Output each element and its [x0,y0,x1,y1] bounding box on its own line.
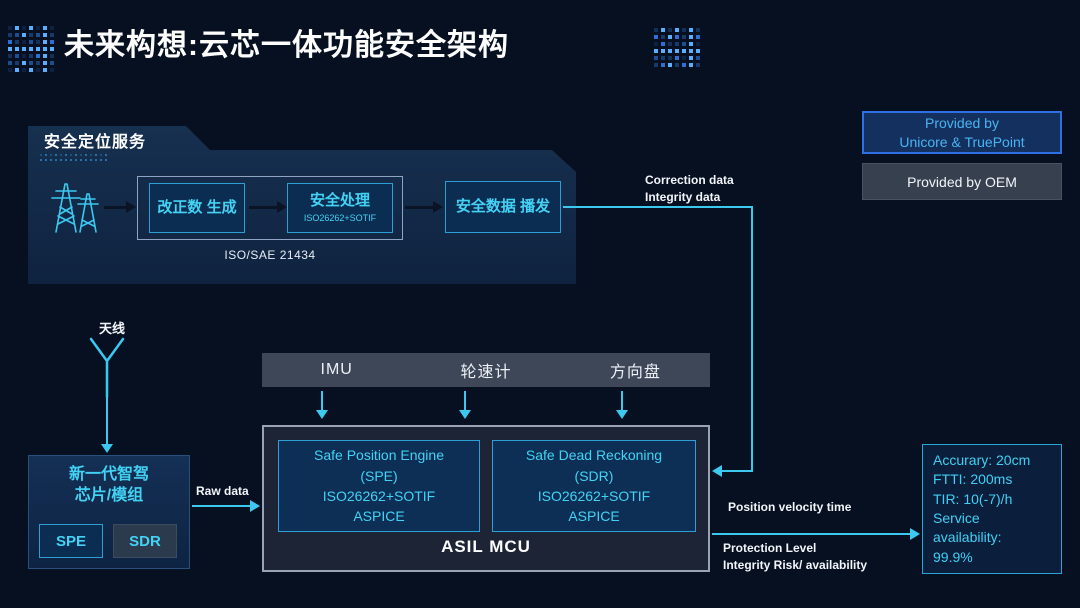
antenna-to-chip-line [106,396,108,444]
correction-arrowhead [712,465,722,477]
sensor-arrowhead [316,410,328,419]
sensor-bar: IMU 轮速计 方向盘 [262,353,710,387]
sensor-item-steering-wheel: 方向盘 [609,364,661,381]
raw-data-line [192,505,250,507]
transmission-tower-icon [46,174,100,234]
raw-data-arrowhead [250,500,260,512]
flow-arrow-line [104,206,126,209]
flow-arrow-line [249,206,277,209]
asil-mcu-label: ASIL MCU [441,537,531,556]
sensor-arrow-line [321,391,323,411]
raw-data-label: Raw data [196,484,249,498]
legend-unicore-truepoint: Provided by Unicore & TruePoint [862,111,1062,154]
sensor-arrowhead [459,410,471,419]
service-panel-title: 安全定位服务 [44,134,147,151]
antenna-label: 天线 [99,321,126,336]
sensor-item-imu: IMU [320,361,353,378]
legend-oem: Provided by OEM [862,163,1062,200]
pvt-line [712,533,910,535]
page-title: 未来构想:云芯一体功能安全架构 [64,29,509,62]
flow-arrowhead [126,201,136,213]
safe-processing-sublabel: ISO26262+SOTIF [303,212,377,223]
service-process-container [137,176,403,240]
title-dots-left-decoration [8,26,54,72]
flow-arrowhead [433,201,443,213]
correction-data-label: Correction data Integrity data [645,173,734,204]
chip-module-title: 新一代智驾 芯片/模组 [68,466,149,504]
safe-processing-label: 安全处理 [309,192,370,209]
protection-level-label: Protection Level Integrity Risk/ availab… [723,541,868,572]
antenna-to-chip-arrowhead [101,444,113,453]
pvt-arrowhead [910,528,920,540]
sensor-arrow-line [464,391,466,411]
sensor-arrowhead [616,410,628,419]
safe-position-engine-box: Safe Position Engine (SPE) ISO26262+SOTI… [278,440,480,532]
correction-line-vertical [751,206,753,472]
flow-arrowhead [277,201,287,213]
performance-results-box: Accurary: 20cm FTTI: 200ms TIR: 10(-7)/h… [922,444,1062,574]
safety-positioning-service-panel: 安全定位服务 改正数 生成 安全处理 ISO26262+SOTIF [28,126,576,284]
antenna-icon [87,337,127,399]
correction-line-bottom [722,470,753,472]
sensor-item-wheel-speed: 轮速计 [460,364,512,381]
chip-sdr-box: SDR [113,524,177,558]
title-dots-right-decoration [654,28,700,67]
asil-mcu-box: Safe Position Engine (SPE) ISO26262+SOTI… [262,425,710,572]
iso-sae-21434-label: ISO/SAE 21434 [224,248,316,262]
correction-generation-box: 改正数 生成 [149,183,245,233]
service-title-dots-decoration [40,154,107,161]
safe-dead-reckoning-box: Safe Dead Reckoning (SDR) ISO26262+SOTIF… [492,440,696,532]
flow-arrow-line [405,206,433,209]
safe-data-broadcast-box: 安全数据 播发 [445,181,561,233]
smart-driving-chip-module-box: 新一代智驾 芯片/模组 SPE SDR [28,455,190,569]
chip-spe-box: SPE [39,524,103,558]
safe-processing-box: 安全处理 ISO26262+SOTIF [287,183,393,233]
correction-line-top [563,206,753,208]
sensor-arrow-line [621,391,623,411]
position-velocity-time-label: Position velocity time [728,500,852,514]
